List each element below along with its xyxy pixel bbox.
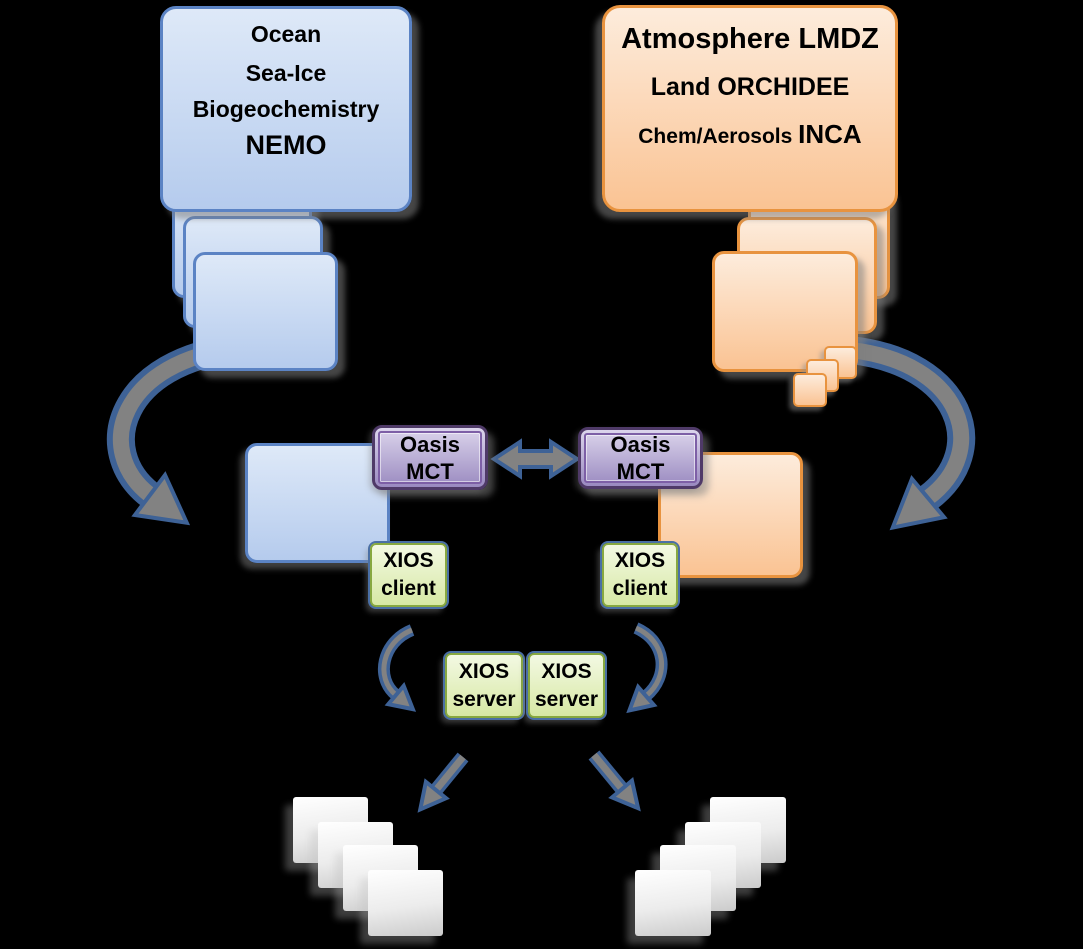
xios-server-label-line: XIOS: [458, 659, 510, 683]
arrowhead: [626, 683, 658, 714]
xios-server-box-right: XIOS server: [528, 653, 605, 718]
atmosphere-subprocess-square: [793, 373, 827, 407]
atmosphere-label-line: Land ORCHIDEE: [650, 73, 850, 101]
xios-client-label-line: XIOS: [383, 549, 434, 572]
xios-client-box-right: XIOS client: [602, 543, 678, 607]
arrowhead: [417, 778, 450, 813]
server-to-files-arrow-left: [417, 752, 469, 813]
xios-client-label-line: client: [612, 577, 668, 600]
xios-client-label-line: XIOS: [614, 549, 666, 572]
arrowhead: [608, 776, 641, 812]
oasis-label-line: Oasis: [400, 431, 460, 457]
ocean-label-line: Sea-Ice: [245, 60, 327, 86]
output-file-card: [635, 870, 711, 936]
oasis-label-line: MCT: [616, 459, 665, 484]
atmosphere-chem-model-name: INCA: [798, 119, 862, 149]
oasis-label-line: Oasis: [610, 432, 671, 457]
xios-server-label-line: server: [534, 687, 599, 711]
atmosphere-chem-label: Chem/Aerosols: [638, 125, 793, 148]
xios-client-box-left: XIOS client: [370, 543, 447, 607]
oasis-label-line: MCT: [406, 458, 454, 484]
arrowhead: [384, 681, 417, 712]
xios-client-label-line: client: [381, 577, 436, 600]
atmosphere-model-name: Atmosphere LMDZ: [621, 23, 879, 55]
ocean-runtime-card: [245, 443, 390, 563]
atmosphere-label-line: Chem/Aerosols INCA: [638, 118, 861, 153]
atmosphere-model-box: Atmosphere LMDZ Land ORCHIDEE Chem/Aeros…: [602, 5, 898, 212]
oasis-mct-box-left: Oasis MCT: [372, 425, 488, 490]
ocean-model-box: Ocean Sea-Ice Biogeochemistry NEMO: [160, 6, 412, 212]
client-to-server-arrow-left: [377, 624, 417, 712]
xios-server-label-line: XIOS: [541, 659, 592, 683]
server-to-files-arrow-right: [588, 750, 641, 812]
ocean-process-card: [193, 252, 338, 371]
arrowhead: [131, 471, 191, 526]
ocean-label-line: Biogeochemistry: [192, 96, 380, 122]
xios-server-box-left: XIOS server: [445, 653, 523, 718]
lmdz-to-coupling-arrow: [848, 336, 976, 531]
oasis-mct-box-right: Oasis MCT: [578, 427, 703, 489]
output-file-card: [368, 870, 443, 936]
client-to-server-arrow-right: [626, 622, 668, 714]
ocean-model-name: NEMO: [245, 130, 327, 160]
nemo-to-coupling-arrow: [106, 334, 242, 526]
arrowhead: [889, 474, 948, 531]
oasis-exchange-arrow: [490, 438, 581, 480]
ocean-label-line: Ocean: [250, 21, 322, 47]
xios-server-label-line: server: [452, 687, 516, 711]
